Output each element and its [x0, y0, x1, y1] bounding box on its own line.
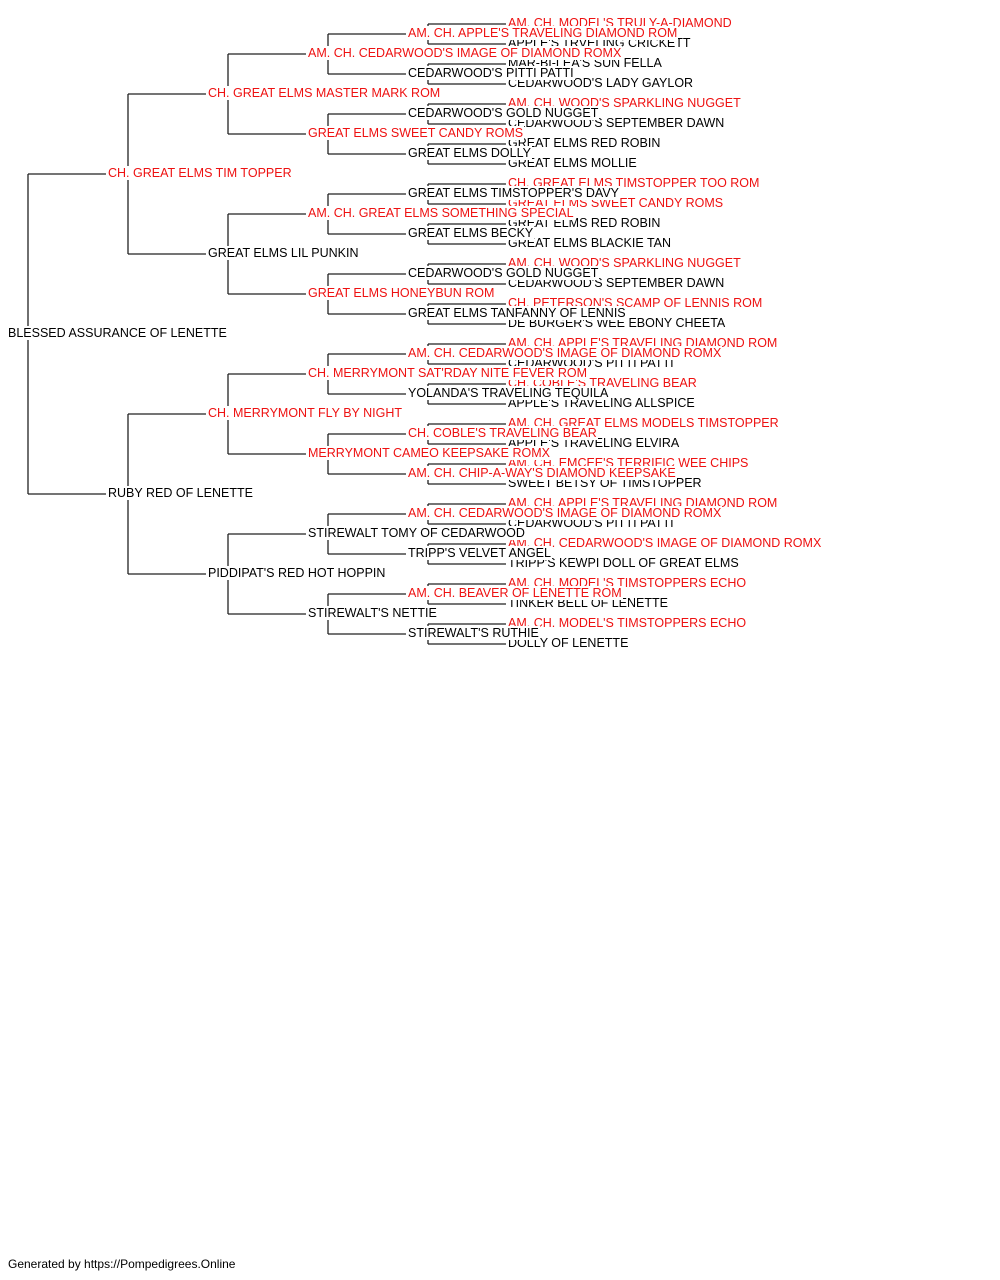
ancestor-name: CH. MERRYMONT SAT'RDAY NITE FEVER ROM [307, 366, 589, 380]
ancestor-name: TRIPP'S KEWPI DOLL OF GREAT ELMS [507, 556, 740, 570]
ancestor-name: GREAT ELMS BLACKIE TAN [507, 236, 673, 250]
ancestor-name: AM. CH. GREAT ELMS SOMETHING SPECIAL [307, 206, 575, 220]
ancestor-name: CH. COBLE'S TRAVELING BEAR [407, 426, 598, 440]
ancestor-name: STIREWALT'S NETTIE [307, 606, 438, 620]
ancestor-name: MERRYMONT CAMEO KEEPSAKE ROMX [307, 446, 551, 460]
ancestor-name: AM. CH. CEDARWOOD'S IMAGE OF DIAMOND ROM… [407, 346, 723, 360]
ancestor-name: TRIPP'S VELVET ANGEL [407, 546, 552, 560]
ancestor-name: GREAT ELMS TANFANNY OF LENNIS [407, 306, 627, 320]
ancestor-name: CH. MERRYMONT FLY BY NIGHT [207, 406, 404, 420]
ancestor-name: AM. CH. CEDARWOOD'S IMAGE OF DIAMOND ROM… [407, 506, 723, 520]
generated-by-footer: Generated by https://Pompedigrees.Online [8, 1257, 236, 1271]
ancestor-name: YOLANDA'S TRAVELING TEQUILA [407, 386, 610, 400]
ancestor-name: PIDDIPAT'S RED HOT HOPPIN [207, 566, 387, 580]
ancestor-name: AM. CH. CEDARWOOD'S IMAGE OF DIAMOND ROM… [507, 536, 823, 550]
ancestor-name: AM. CH. MODEL'S TIMSTOPPERS ECHO [507, 616, 748, 630]
subject-dog-name: BLESSED ASSURANCE OF LENETTE [7, 326, 228, 340]
ancestor-name: CH. GREAT ELMS TIM TOPPER [107, 166, 293, 180]
ancestor-name: GREAT ELMS MOLLIE [507, 156, 638, 170]
ancestor-name: RUBY RED OF LENETTE [107, 486, 254, 500]
ancestor-name: AM. CH. CEDARWOOD'S IMAGE OF DIAMOND ROM… [307, 46, 623, 60]
ancestor-name: STIREWALT'S RUTHIE [407, 626, 540, 640]
ancestor-name: GREAT ELMS SWEET CANDY ROMS [307, 126, 525, 140]
ancestor-name: GREAT ELMS BECKY [407, 226, 535, 240]
ancestor-name: AM. CH. APPLE'S TRAVELING DIAMOND ROM [407, 26, 679, 40]
ancestor-name: GREAT ELMS DOLLY [407, 146, 532, 160]
ancestor-name: CH. GREAT ELMS MASTER MARK ROM [207, 86, 442, 100]
ancestor-name: GREAT ELMS RED ROBIN [507, 136, 662, 150]
ancestor-name: GREAT ELMS TIMSTOPPER'S DAVY [407, 186, 621, 200]
ancestor-name: AM. CH. CHIP-A-WAY'S DIAMOND KEEPSAKE [407, 466, 677, 480]
ancestor-name: STIREWALT TOMY OF CEDARWOOD [307, 526, 526, 540]
ancestor-name: CEDARWOOD'S GOLD NUGGET [407, 106, 600, 120]
ancestor-name: GREAT ELMS HONEYBUN ROM [307, 286, 496, 300]
ancestor-name: AM. CH. BEAVER OF LENETTE ROM [407, 586, 623, 600]
ancestor-name: CEDARWOOD'S PITTI PATTI [407, 66, 575, 80]
ancestor-name: CEDARWOOD'S GOLD NUGGET [407, 266, 600, 280]
ancestor-name: GREAT ELMS LIL PUNKIN [207, 246, 360, 260]
